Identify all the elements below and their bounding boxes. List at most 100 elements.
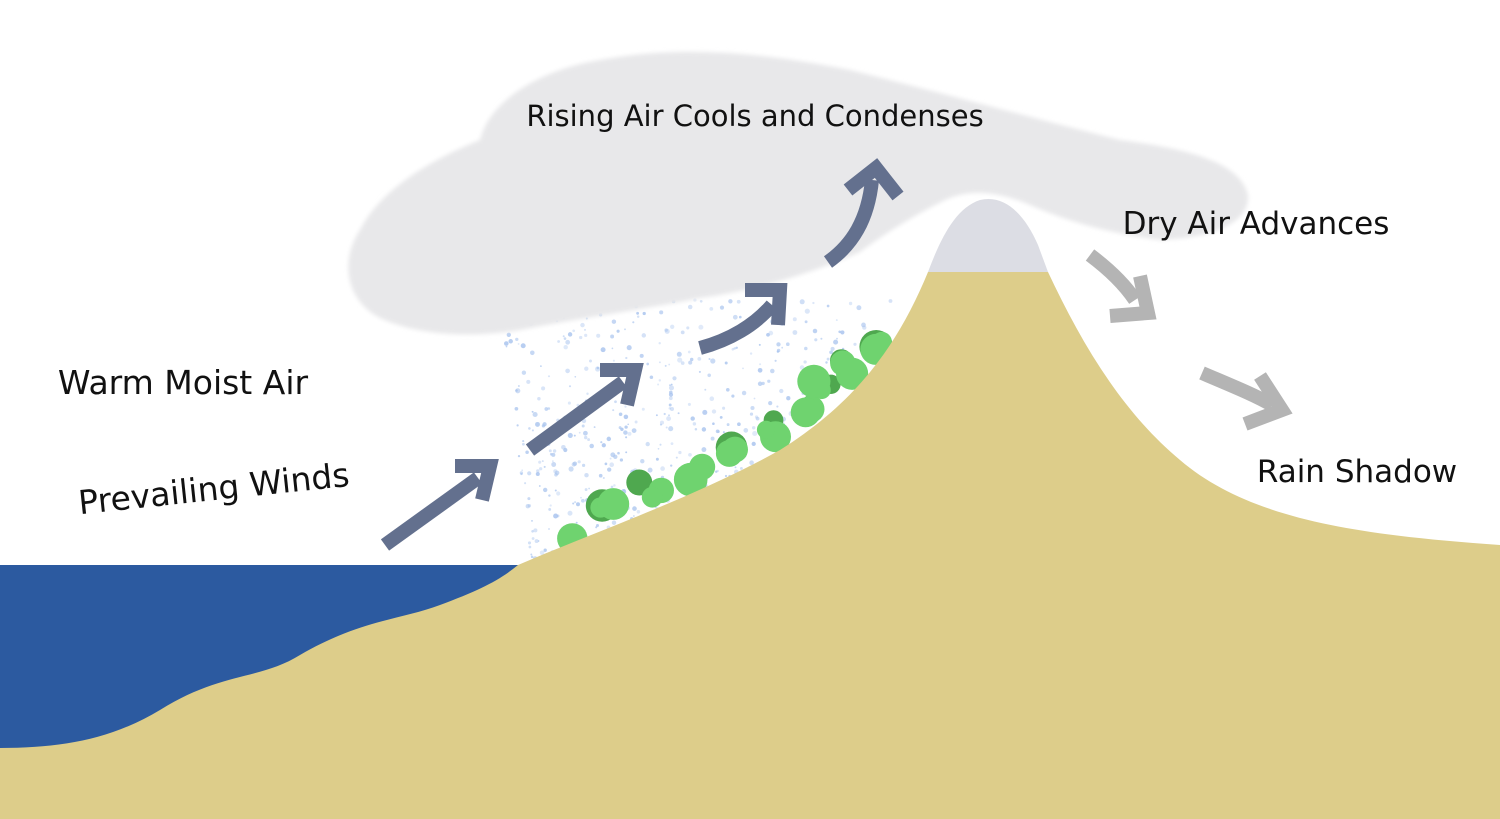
- mountain-peak-snow: [928, 198, 1048, 272]
- rain-drop: [657, 383, 660, 386]
- rain-drop: [668, 403, 672, 407]
- rain-drop: [640, 459, 645, 464]
- rain-drop: [601, 443, 606, 448]
- vegetation-blob: [797, 364, 831, 398]
- rain-drop: [525, 504, 530, 509]
- rain-drop: [520, 343, 526, 349]
- rain-drop: [552, 460, 554, 462]
- rain-drop: [678, 450, 682, 455]
- rain-drop: [680, 361, 685, 365]
- rain-drop: [781, 346, 784, 349]
- rain-drop: [636, 315, 640, 318]
- rain-drop: [625, 451, 628, 454]
- rain-drop: [699, 299, 703, 303]
- rain-drop: [571, 462, 577, 467]
- rain-drop: [668, 396, 673, 401]
- rain-drop: [617, 451, 620, 455]
- rain-drop: [658, 379, 662, 382]
- rain-drop: [548, 528, 550, 530]
- rain-drop: [568, 385, 572, 388]
- rain-drop: [779, 388, 784, 394]
- rain-drop: [664, 364, 667, 367]
- rain-drop: [712, 422, 715, 425]
- rain-drop: [686, 326, 690, 330]
- rain-drop: [646, 362, 650, 366]
- rain-drop: [710, 358, 716, 364]
- rain-drop: [531, 537, 535, 540]
- rain-drop: [567, 401, 571, 405]
- rain-drop: [669, 384, 671, 387]
- vegetation: [557, 330, 893, 557]
- rain-drop: [581, 424, 585, 428]
- rain-drop: [659, 423, 663, 426]
- rain-drop: [532, 411, 538, 418]
- rain-drop: [632, 506, 637, 511]
- rain-drop: [623, 430, 628, 435]
- rain-drop: [680, 330, 685, 335]
- rain-drop: [563, 345, 568, 350]
- rain-drop: [799, 299, 805, 305]
- rain-drop: [830, 346, 835, 351]
- rain-drop: [670, 464, 673, 467]
- rain-drop: [689, 357, 694, 362]
- rain-drop: [584, 472, 589, 478]
- rain-drop: [687, 402, 691, 406]
- rain-drop: [812, 328, 818, 334]
- dry-arrow-2: [1199, 366, 1293, 431]
- rain-drop: [625, 436, 628, 439]
- rain-drop: [757, 367, 763, 373]
- dry-air-arrows: [1085, 249, 1293, 431]
- rain-drop: [588, 487, 590, 490]
- rain-drop: [624, 405, 627, 408]
- rain-drop: [562, 335, 565, 338]
- rain-drop: [567, 510, 573, 516]
- rain-drop: [606, 436, 612, 442]
- rain-drop: [525, 450, 529, 455]
- rain-drop: [616, 329, 620, 333]
- rain-drop: [668, 407, 672, 410]
- rain-drop: [734, 466, 737, 469]
- rain-drop: [563, 337, 567, 340]
- rain-drop: [568, 466, 574, 472]
- rain-drop: [578, 431, 581, 434]
- rain-drop: [660, 466, 665, 471]
- rain-drop: [624, 425, 628, 429]
- rain-drop: [731, 348, 735, 351]
- rain-drop: [595, 366, 601, 372]
- rain-drop: [633, 515, 635, 517]
- rain-drop: [624, 328, 626, 331]
- rain-drop: [528, 427, 531, 430]
- rain-drop: [573, 434, 576, 437]
- rain-drop: [611, 319, 617, 324]
- rain-drop: [751, 426, 756, 430]
- rain-drop: [792, 330, 798, 335]
- rain-drop: [668, 426, 674, 432]
- rain-drop: [749, 412, 754, 416]
- rain-drop: [759, 363, 762, 366]
- rain-drop: [627, 431, 632, 436]
- rain-drop: [709, 307, 714, 311]
- rain-drop: [521, 469, 524, 472]
- vegetation-blob: [756, 420, 775, 439]
- rain-drop: [792, 317, 797, 322]
- rain-drop: [547, 375, 551, 378]
- rain-drop: [755, 416, 760, 421]
- rain-drop: [707, 373, 711, 378]
- rain-drop: [613, 484, 616, 487]
- rain-drop: [786, 396, 791, 401]
- rain-drop: [572, 502, 575, 505]
- rain-drop: [593, 426, 596, 429]
- wind-arrows: [380, 158, 904, 551]
- vegetation-blob: [626, 469, 653, 496]
- rain-drop: [537, 397, 541, 401]
- rain-drop: [668, 414, 670, 417]
- rain-drop: [531, 410, 534, 413]
- rain-drop: [688, 360, 693, 365]
- rain-drop: [697, 357, 702, 361]
- rain-drop: [505, 345, 508, 348]
- rain-drop: [540, 365, 542, 367]
- rain-drop: [538, 460, 542, 464]
- rain-drop: [565, 339, 571, 345]
- rain-drop: [658, 342, 661, 345]
